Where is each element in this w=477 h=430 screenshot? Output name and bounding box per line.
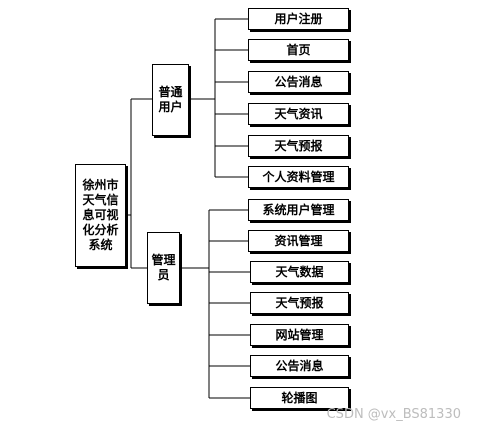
leaf-node: 天气资讯: [248, 103, 349, 125]
root-line: 徐州市: [82, 178, 119, 192]
leaf-node: 公告消息: [250, 355, 349, 377]
leaf-node: 网站管理: [250, 324, 349, 346]
leaf-node: 天气预报: [248, 135, 349, 157]
group-node-regular-user: 普通 用户: [152, 64, 189, 136]
root-line: 息可视: [82, 208, 119, 222]
leaf-node: 用户注册: [248, 8, 349, 30]
watermark-text: CSDN @vx_BS81330: [326, 407, 461, 422]
group-label-line: 普通: [158, 85, 183, 99]
group-label-line: 用户: [158, 100, 183, 114]
group-label-line: 管理: [151, 253, 176, 267]
group-node-admin: 管理 员: [147, 232, 180, 304]
leaf-node: 公告消息: [248, 71, 349, 93]
leaf-node: 天气数据: [250, 261, 349, 283]
root-line: 系统: [88, 238, 113, 252]
leaf-node: 首页: [248, 39, 349, 61]
group-label-line: 员: [157, 268, 170, 282]
leaf-node: 资讯管理: [248, 230, 349, 252]
root-node: 徐州市 天气信 息可视 化分析 系统: [75, 164, 126, 267]
leaf-node: 系统用户管理: [248, 199, 349, 221]
leaf-node: 个人资料管理: [248, 166, 349, 188]
root-line: 化分析: [82, 223, 119, 237]
leaf-node: 天气预报: [250, 292, 349, 314]
root-line: 天气信: [82, 193, 119, 207]
leaf-node: 轮播图: [250, 387, 349, 409]
